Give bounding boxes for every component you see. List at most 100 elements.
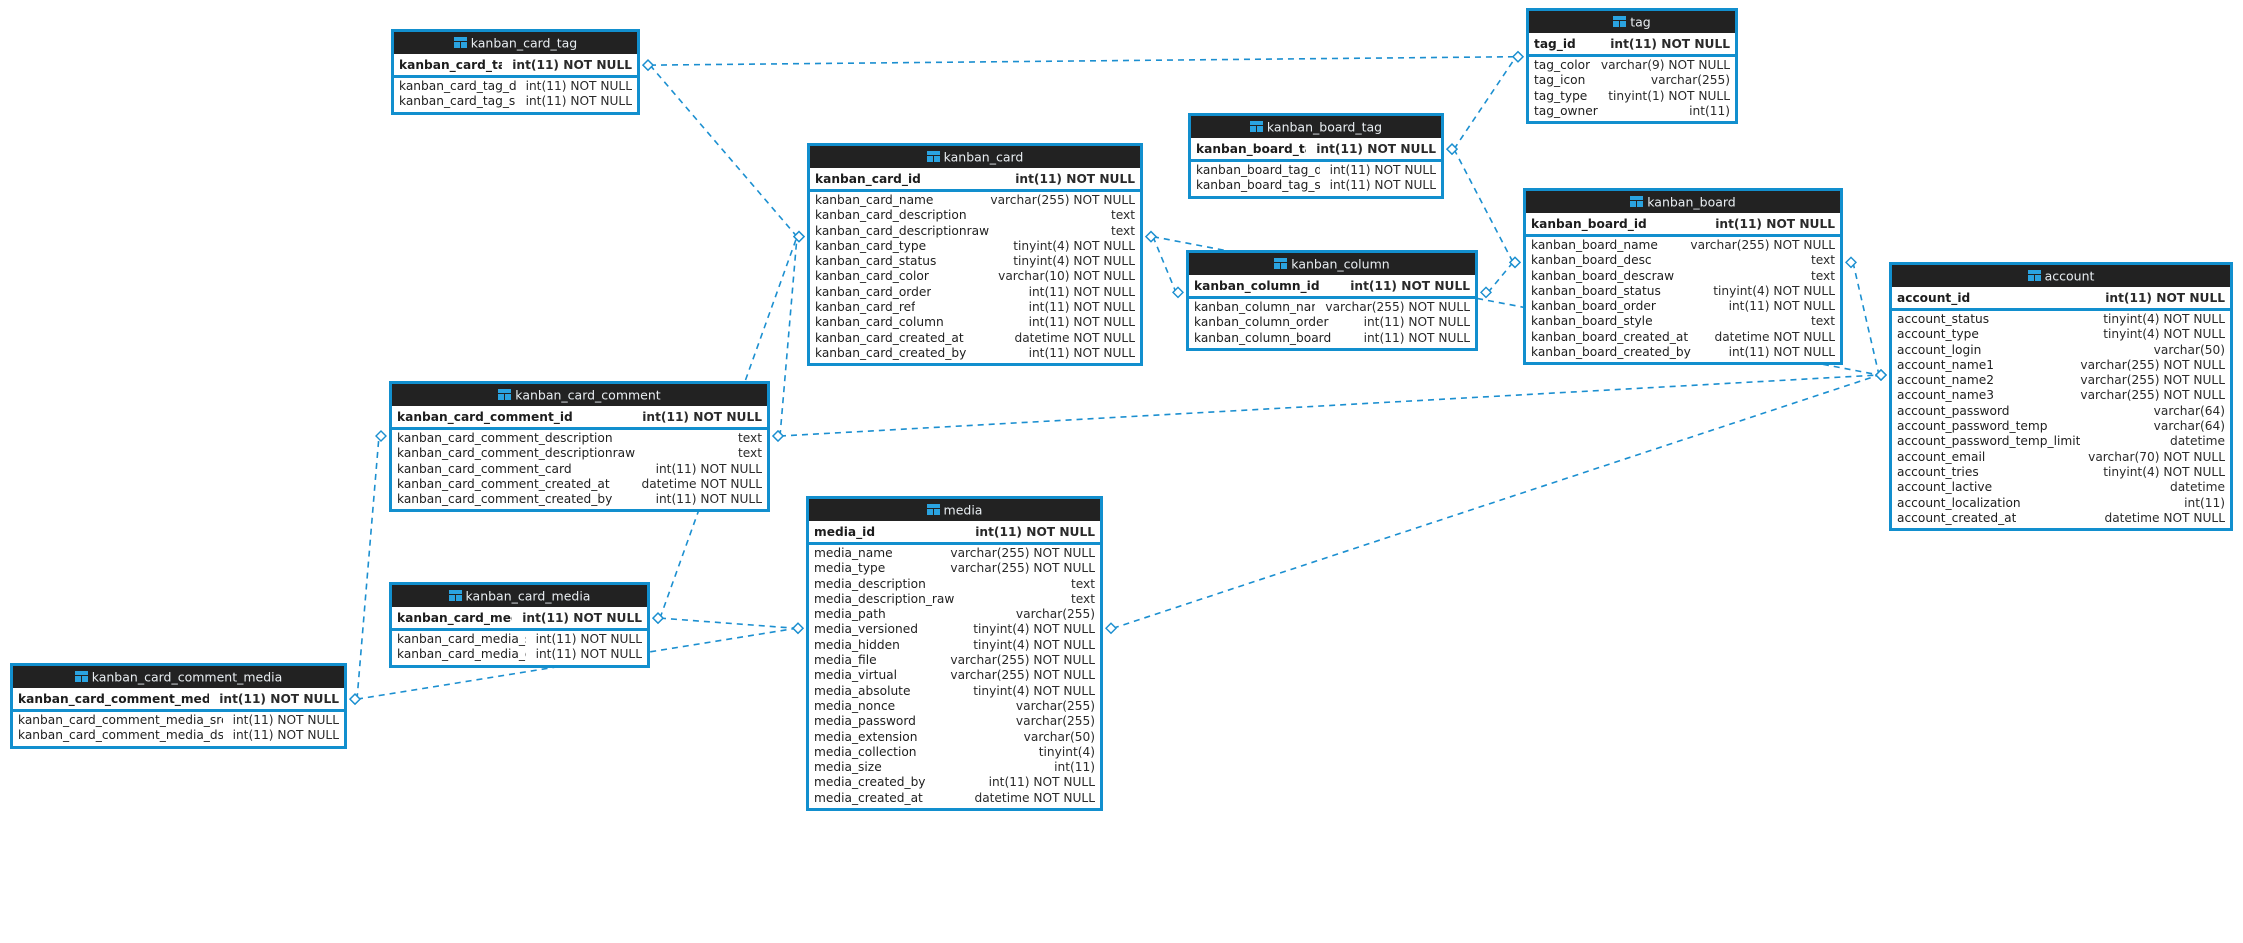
crowfoot-marker — [1509, 256, 1521, 269]
table-title: kanban_card — [943, 149, 1024, 165]
table-header[interactable]: media — [809, 499, 1100, 521]
column-type: varchar(255) NOT NULL — [950, 653, 1095, 668]
crowfoot-marker — [375, 430, 387, 443]
column-name: tag_owner — [1534, 103, 1598, 118]
column-type: int(11) — [1689, 103, 1730, 118]
table-header[interactable]: kanban_card_tag — [394, 32, 637, 54]
column-type: int(11) NOT NULL — [522, 611, 642, 625]
column-type: int(11) NOT NULL — [1015, 172, 1135, 186]
column-name: account_name2 — [1897, 373, 1994, 388]
column-type: text — [1810, 253, 1835, 268]
table-kanban_board_tag[interactable]: kanban_board_tagkanban_board_tag_idint(1… — [1188, 113, 1444, 199]
column-name: kanban_card_status — [815, 254, 937, 269]
crowfoot-marker — [1480, 286, 1492, 299]
column-type: int(11) NOT NULL — [512, 58, 632, 72]
crowfoot-marker — [1875, 368, 1887, 381]
table-header[interactable]: kanban_card_media — [392, 585, 647, 607]
column-type: varchar(255) NOT NULL — [2080, 373, 2225, 388]
table-header[interactable]: kanban_board — [1526, 191, 1840, 213]
table-title: kanban_card_comment_media — [91, 669, 283, 685]
column-name: media_description_raw — [814, 591, 955, 606]
column-name: kanban_board_id — [1531, 217, 1647, 231]
column-type: int(11) NOT NULL — [988, 775, 1095, 790]
table-kanban_card_media[interactable]: kanban_card_mediakanban_card_media_idint… — [389, 582, 650, 668]
table-header[interactable]: kanban_board_tag — [1191, 116, 1441, 138]
column-type: text — [737, 431, 762, 445]
table-header[interactable]: kanban_column — [1189, 253, 1475, 275]
column-name: kanban_card_created_at — [815, 330, 964, 345]
crowfoot-marker — [349, 693, 361, 706]
table-header[interactable]: kanban_card_comment_media — [13, 666, 344, 688]
table-header[interactable]: account — [1892, 265, 2230, 287]
column-name: kanban_board_desc — [1531, 253, 1652, 268]
relation-line-kanban_card_comment-to-account — [779, 374, 1880, 437]
column-type: tinyint(4) NOT NULL — [1013, 238, 1135, 253]
column-type: datetime — [2169, 480, 2225, 495]
column-name: account_tries — [1897, 464, 1979, 479]
column-type: int(11) NOT NULL — [232, 728, 339, 743]
crowfoot-marker — [642, 59, 654, 72]
column-name: kanban_board_tag_id — [1196, 142, 1306, 156]
column-type: int(11) NOT NULL — [1715, 217, 1835, 231]
table-kanban_board[interactable]: kanban_board kanban_board_id int(11) NOT N… — [1523, 188, 1843, 366]
column-name: media_type — [814, 561, 886, 576]
column-name: kanban_card_description — [815, 208, 967, 223]
column-name: kanban_card_tag_id — [399, 58, 503, 72]
column-name: kanban_board_status — [1531, 283, 1661, 298]
table-header[interactable]: kanban_card — [810, 146, 1140, 168]
crowfoot-marker — [642, 59, 654, 72]
column-row: tag_owner int(11) — [1529, 104, 1735, 119]
table-title: media — [943, 502, 983, 518]
table-header[interactable]: tag — [1529, 11, 1735, 33]
column-name: kanban_board_created_by — [1531, 345, 1691, 360]
column-type: tinyint(4) NOT NULL — [2103, 464, 2225, 479]
column-name: account_name3 — [1897, 388, 1994, 403]
column-name: kanban_card_media_dst — [397, 647, 526, 662]
column-name: kanban_card_comment_created_by — [397, 492, 613, 507]
column-name: account_password_temp — [1897, 419, 2048, 434]
column-type: int(11) NOT NULL — [655, 492, 762, 507]
column-name: account_email — [1897, 449, 1986, 464]
table-header[interactable]: kanban_card_comment — [392, 384, 767, 406]
column-name: kanban_card_comment_id — [397, 410, 573, 424]
column-name: account_created_at — [1897, 510, 2017, 525]
column-type: datetime NOT NULL — [2104, 510, 2225, 525]
column-name: kanban_column_id — [1194, 279, 1320, 293]
column-type: int(11) NOT NULL — [232, 713, 339, 727]
column-type: datetime NOT NULL — [1714, 329, 1835, 344]
table-kanban_card_tag[interactable]: kanban_card_tag kanban_card_tag_id int(11)… — [391, 29, 640, 115]
column-type: tinyint(4) NOT NULL — [973, 683, 1095, 698]
column-type: varchar(255) NOT NULL — [1690, 238, 1835, 252]
table-icon — [1249, 121, 1263, 132]
column-name: kanban_card_media_src — [397, 632, 526, 646]
column-name: kanban_card_tag_dst — [399, 79, 516, 93]
